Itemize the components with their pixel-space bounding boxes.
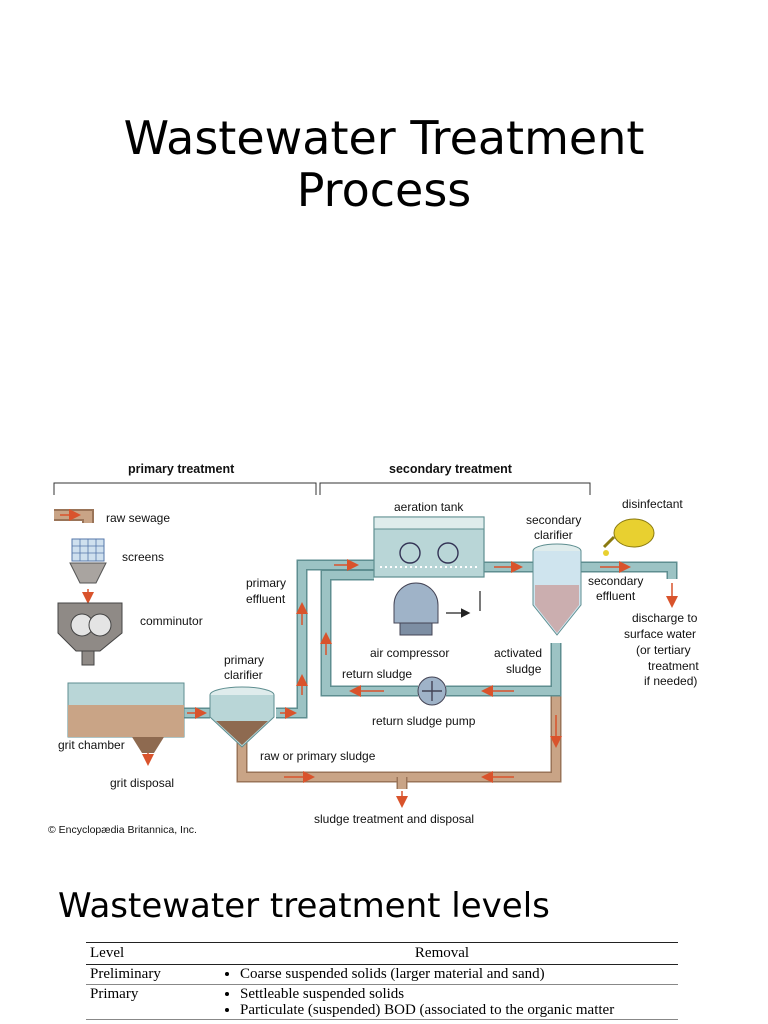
flow-arrows	[60, 509, 678, 808]
air-compressor	[393, 582, 481, 636]
removal-cell: Coarse suspended solids (larger material…	[206, 964, 678, 985]
label-return-sludge: return sludge	[342, 667, 412, 681]
slide-title: Wastewater Treatment Process	[0, 112, 768, 216]
label-aeration-tank: aeration tank	[394, 500, 464, 514]
disinfectant-container	[602, 518, 655, 556]
label-discharge-1: discharge to	[632, 611, 698, 625]
level-cell: Primary	[86, 984, 206, 1020]
comminutor	[57, 602, 123, 666]
label-primary-effluent-1: primary	[246, 576, 286, 590]
return-sludge-pump	[417, 676, 447, 706]
label-screens: screens	[122, 550, 164, 564]
label-activated-sludge-1: activated	[494, 646, 542, 660]
process-diagram-svg: primary treatment secondary treatment	[48, 462, 699, 836]
label-discharge-4: treatment	[648, 659, 699, 673]
grit-chamber	[67, 682, 185, 753]
removal-item: Settleable suspended solids	[240, 986, 674, 1002]
label-secondary-effluent-1: secondary	[588, 574, 643, 588]
label-grit-disposal: grit disposal	[110, 776, 174, 790]
label-raw-primary-sludge: raw or primary sludge	[260, 749, 376, 763]
sludge-pipes	[236, 643, 562, 789]
treatment-levels-table: Level Removal Preliminary Coarse suspend…	[86, 942, 678, 1020]
aeration-tank	[373, 516, 485, 578]
primary-bracket	[53, 482, 317, 495]
label-comminutor: comminutor	[140, 614, 203, 628]
label-primary-clarifier-2: clarifier	[224, 668, 263, 682]
label-secondary-clarifier-2: clarifier	[534, 528, 573, 542]
copyright-notice: © Encyclopædia Britannica, Inc.	[48, 824, 197, 836]
column-header-level: Level	[86, 942, 206, 965]
table-row: Primary Settleable suspended solids Part…	[86, 984, 678, 1020]
header-secondary-treatment: secondary treatment	[389, 462, 513, 476]
slide-title-line-2: Process	[296, 163, 472, 217]
primary-clarifier	[209, 686, 275, 748]
label-grit-chamber: grit chamber	[58, 738, 125, 752]
label-raw-sewage: raw sewage	[106, 511, 170, 525]
secondary-clarifier	[532, 543, 582, 636]
screens	[69, 538, 107, 584]
label-secondary-effluent-2: effluent	[596, 589, 636, 603]
label-return-sludge-pump: return sludge pump	[372, 714, 476, 728]
header-primary-treatment: primary treatment	[128, 462, 235, 476]
label-air-compressor: air compressor	[370, 646, 449, 660]
label-discharge-3: (or tertiary	[636, 643, 691, 657]
label-disinfectant: disinfectant	[622, 497, 683, 511]
label-primary-effluent-2: effluent	[246, 592, 286, 606]
removal-item: Coarse suspended solids (larger material…	[240, 966, 674, 982]
label-discharge-2: surface water	[624, 627, 696, 641]
treatment-process-diagram: primary treatment secondary treatment	[44, 455, 724, 845]
removal-cell: Settleable suspended solids Particulate …	[206, 984, 678, 1020]
secondary-bracket	[319, 482, 591, 495]
column-header-removal: Removal	[206, 942, 678, 965]
table-header-row: Level Removal	[86, 942, 678, 965]
removal-item: Particulate (suspended) BOD (associated …	[240, 1002, 674, 1018]
levels-heading: Wastewater treatment levels	[58, 886, 550, 926]
level-cell: Preliminary	[86, 964, 206, 985]
label-discharge-5: if needed)	[644, 674, 697, 688]
table-row: Preliminary Coarse suspended solids (lar…	[86, 964, 678, 985]
label-activated-sludge-2: sludge	[506, 662, 542, 676]
label-secondary-clarifier-1: secondary	[526, 513, 581, 527]
label-primary-clarifier-1: primary	[224, 653, 264, 667]
label-sludge-treatment: sludge treatment and disposal	[314, 812, 474, 826]
slide-title-line-1: Wastewater Treatment	[123, 111, 645, 165]
